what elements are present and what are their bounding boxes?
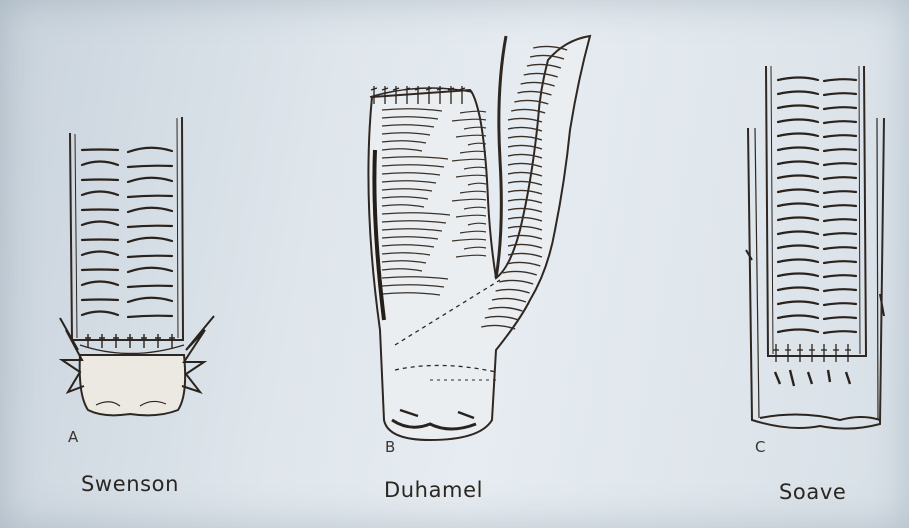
panel-letter-b: B — [385, 438, 396, 456]
swenson-drawing — [60, 117, 214, 415]
duhamel-rectal-pouch — [368, 36, 590, 440]
caption-swenson: Swenson — [81, 472, 179, 496]
swenson-anal-canal — [80, 355, 185, 415]
soave-colon — [766, 66, 866, 356]
soave-drawing — [746, 66, 884, 429]
caption-duhamel: Duhamel — [384, 478, 483, 502]
duhamel-drawing — [368, 36, 590, 440]
panel-letter-c: C — [755, 438, 766, 456]
caption-soave: Soave — [779, 480, 846, 504]
panel-letter-a: A — [68, 428, 79, 446]
